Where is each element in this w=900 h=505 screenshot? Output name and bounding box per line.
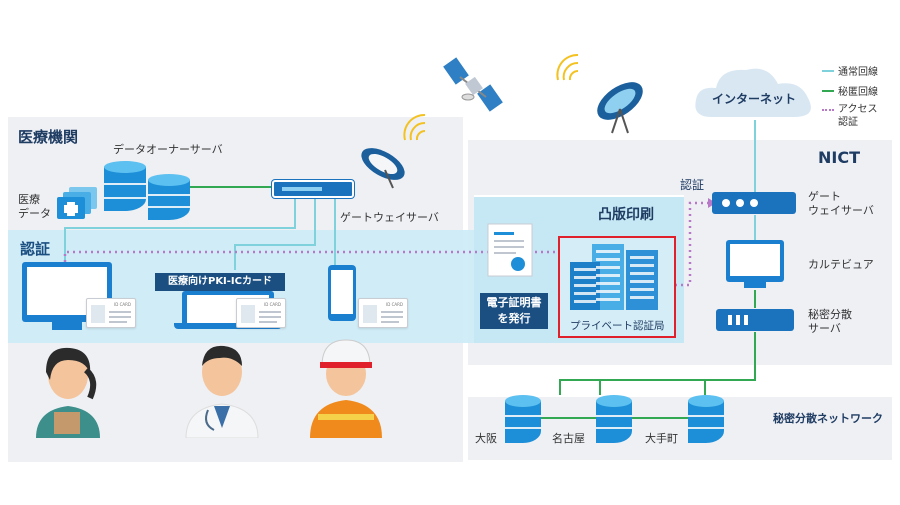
nict-title: NICT xyxy=(818,148,860,167)
legend-item-normal: 通常回線 xyxy=(822,63,897,78)
legend: 通常回線 秘匿回線 アクセス 認証 xyxy=(822,63,897,129)
line-secret-network xyxy=(559,332,756,395)
server-rack-icon xyxy=(570,244,658,310)
data-owner-server-label: データオーナーサーバ xyxy=(113,143,223,156)
nict-gateway-label: ゲート ウェイサーバ xyxy=(808,190,874,217)
gateway-dish-icon xyxy=(361,148,405,189)
nagoya-db xyxy=(596,395,632,443)
legend-swatch-secret xyxy=(822,89,834,92)
medical-data-label: 医療 データ xyxy=(18,193,51,220)
karte-viewer-label: カルテビュア xyxy=(808,258,874,271)
legend-item-auth: アクセス 認証 xyxy=(822,103,897,129)
data-owner-db-1 xyxy=(104,161,146,211)
monitor-stand xyxy=(52,322,82,330)
legend-swatch-normal xyxy=(822,69,834,72)
laptop-base xyxy=(174,323,282,329)
line-gateway-monitor xyxy=(64,198,296,262)
waves-icon-2 xyxy=(556,53,579,81)
legend-label-auth: アクセス 認証 xyxy=(838,104,878,128)
doctor-figure xyxy=(185,345,259,438)
rescuer-figure xyxy=(310,339,382,438)
id-card-rescuer: ID CARD xyxy=(358,298,408,328)
network-title: 秘密分散ネットワーク xyxy=(773,412,883,425)
id-card-nurse: ID CARD xyxy=(86,298,136,328)
waves-icon xyxy=(403,113,426,141)
nict-gateway-server xyxy=(712,192,796,214)
legend-label-secret: 秘匿回線 xyxy=(838,87,878,98)
osaka-db xyxy=(505,395,541,443)
legend-swatch-auth xyxy=(822,109,834,111)
legend-item-secret: 秘匿回線 xyxy=(822,83,897,98)
hospital-title: 医療機関 xyxy=(18,128,79,146)
medical-data-icon xyxy=(57,187,97,219)
gateway-led-2 xyxy=(736,199,744,207)
secret-share-server xyxy=(716,309,794,331)
hospital-gateway-server xyxy=(272,180,354,198)
satellite-icon xyxy=(443,57,503,112)
smartphone[interactable] xyxy=(328,265,356,321)
line-gateway-laptop xyxy=(234,198,316,270)
secret-share-label: 秘密分散 サーバ xyxy=(808,308,852,335)
gateway-led-3 xyxy=(750,199,758,207)
karte-stand xyxy=(744,282,766,288)
data-owner-db-2 xyxy=(148,174,190,220)
issue-cert-label: 電子証明書 を発行 xyxy=(480,293,548,329)
server-slot-2 xyxy=(736,315,740,325)
gateway-led-1 xyxy=(722,199,730,207)
auth-dotted-line-2 xyxy=(675,201,708,287)
private-ca-label: プライベート認証局 xyxy=(570,320,665,332)
legend-label-normal: 通常回線 xyxy=(838,67,878,78)
karte-viewer-monitor[interactable] xyxy=(726,240,784,282)
node-osaka: 大阪 xyxy=(475,432,497,445)
certificate-icon xyxy=(487,223,533,277)
cloud-icon xyxy=(695,68,811,117)
node-nagoya: 名古屋 xyxy=(552,432,585,445)
auth-band-title: 認証 xyxy=(20,240,51,258)
id-card-doctor: ID CARD xyxy=(236,298,286,328)
pki-card-label: 医療向けPKI-ICカード xyxy=(155,273,285,291)
phone-screen xyxy=(331,270,353,314)
nict-auth-label: 認証 xyxy=(680,178,705,192)
hospital-gateway-label: ゲートウェイサーバ xyxy=(340,211,439,224)
server-slot-1 xyxy=(728,315,732,325)
node-otemachi: 大手町 xyxy=(645,432,678,445)
id-card-text-3: ID CARD xyxy=(386,302,403,307)
internet-label: インターネット xyxy=(712,92,797,106)
server-slot-3 xyxy=(744,315,748,325)
nurse-figure xyxy=(36,347,100,438)
toppan-title: 凸版印刷 xyxy=(598,207,654,223)
karte-screen xyxy=(730,244,780,276)
id-card-text-2: ID CARD xyxy=(264,302,281,307)
nict-dish-icon xyxy=(597,82,643,134)
id-card-text: ID CARD xyxy=(114,302,131,307)
otemachi-db xyxy=(688,395,724,443)
gateway-slot xyxy=(282,187,322,191)
